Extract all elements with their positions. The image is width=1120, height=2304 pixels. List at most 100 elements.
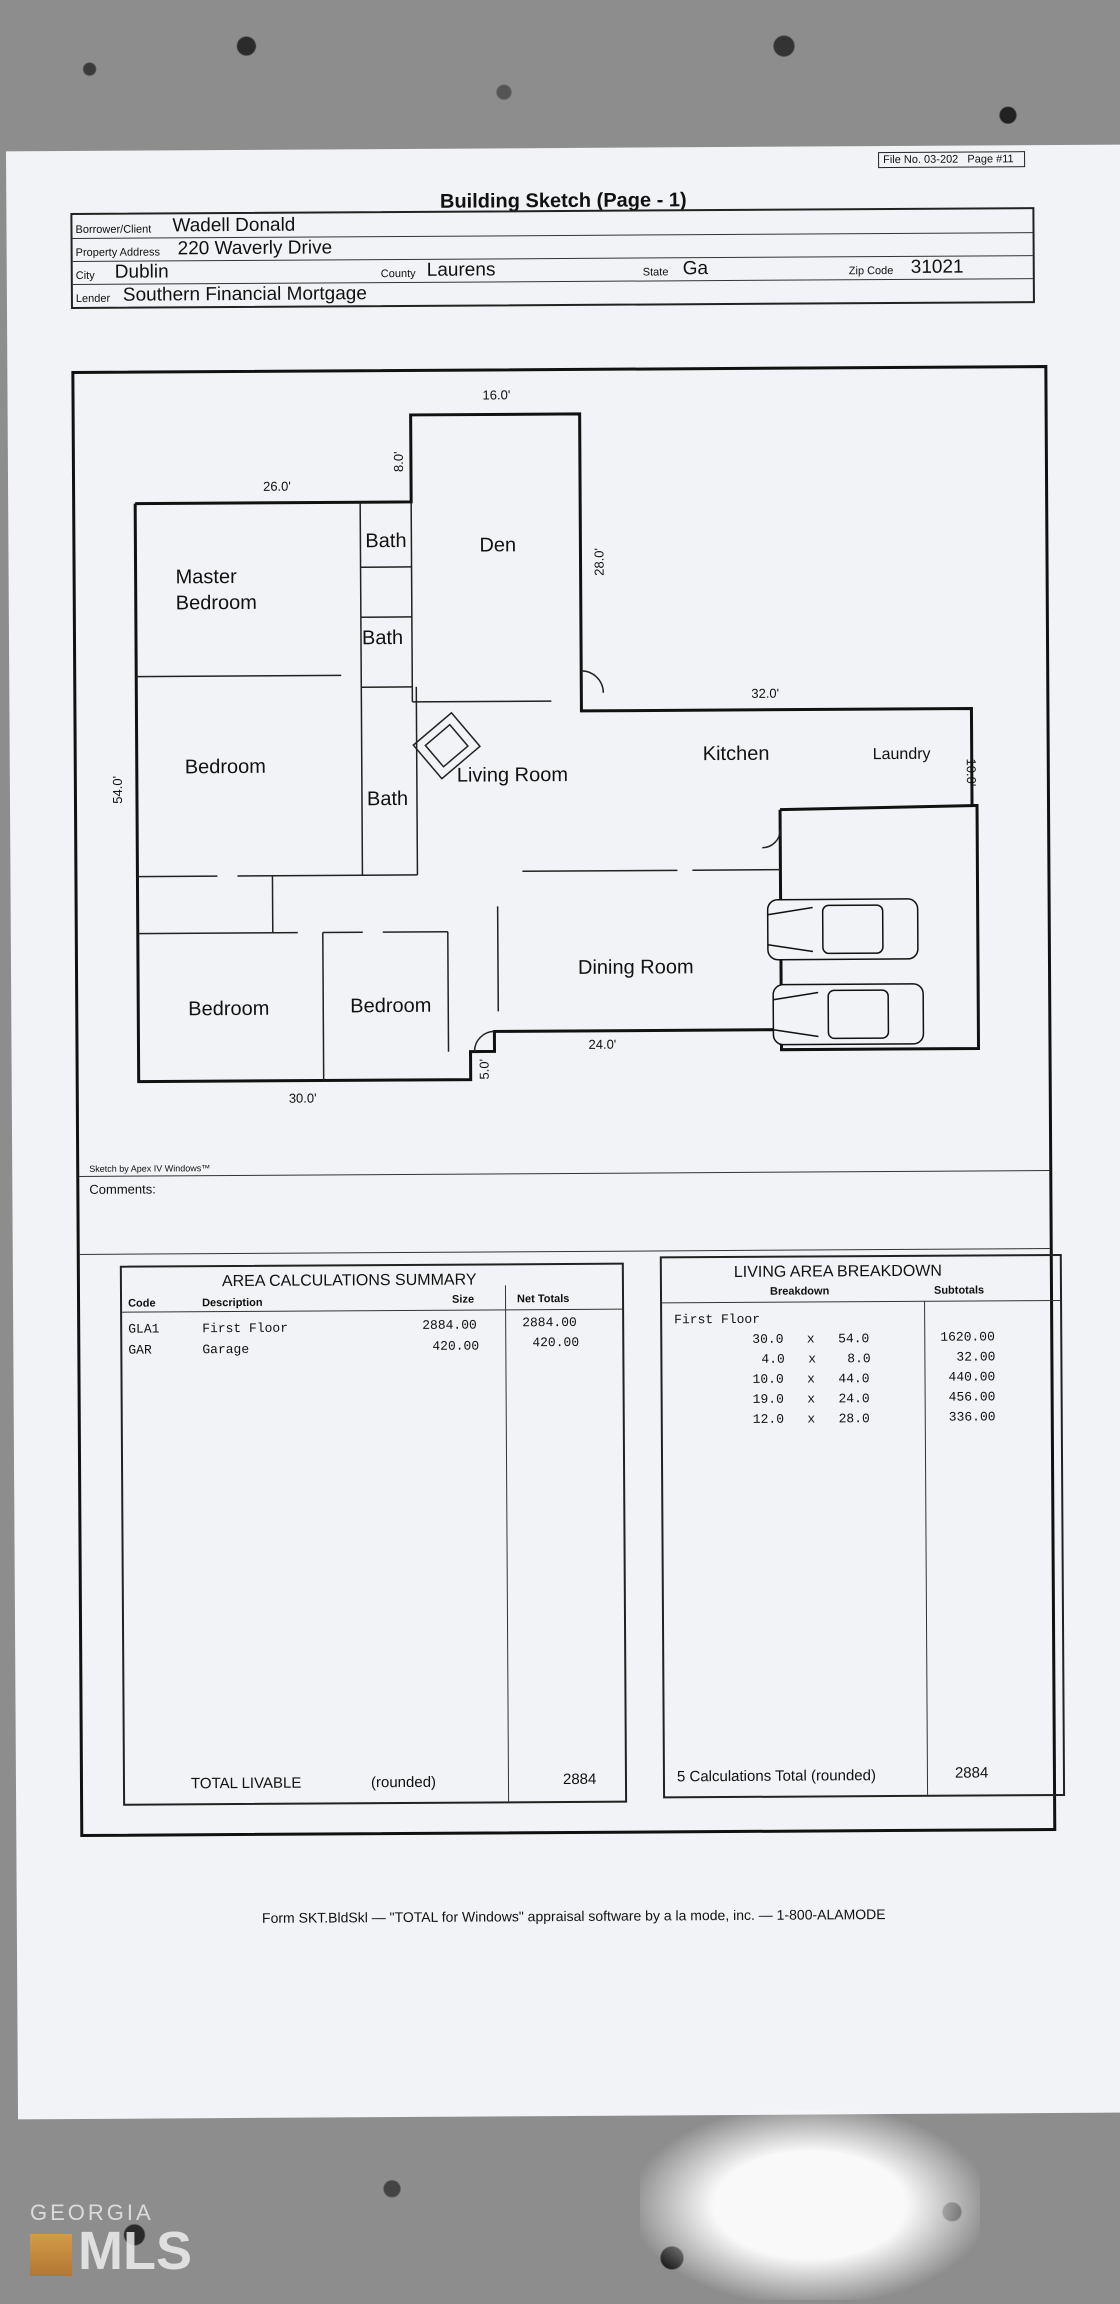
breakdown-row-3-a: 10.0 <box>752 1371 784 1387</box>
room-dining: Dining Room <box>578 956 694 979</box>
door-arc-den <box>581 670 605 693</box>
car-icons <box>766 898 925 1046</box>
area-row-1-size: 2884.00 <box>422 1317 477 1333</box>
room-bedroom-3: Bedroom <box>350 995 431 1017</box>
georgia-mls-watermark: GEORGIA MLS <box>30 2200 192 2278</box>
area-row-2-code: GAR <box>128 1342 152 1358</box>
wall-bath-left <box>359 502 364 876</box>
area-summary-table: AREA CALCULATIONS SUMMARY Code Descripti… <box>119 1262 628 1806</box>
property-label: Property Address <box>75 246 161 259</box>
area-col-rule <box>504 1285 510 1802</box>
breakdown-row-5-a: 12.0 <box>752 1411 785 1427</box>
zip-label: Zip Code <box>848 264 894 278</box>
col-description: Description <box>202 1296 263 1310</box>
floor-plan: Master Bedroom Bath Bath Bath Den Bedroo… <box>110 387 981 1106</box>
total-livable-label: TOTAL LIVABLE <box>190 1774 302 1793</box>
breakdown-row-5: 12.0 x 28.0 <box>753 1411 870 1427</box>
wall-dining-top <box>522 869 678 873</box>
col-code: Code <box>128 1297 156 1310</box>
wall-den-left <box>410 501 414 702</box>
borrower-value: Wadell Donald <box>172 214 296 237</box>
breakdown-row-1-b: 54.0 <box>838 1331 870 1347</box>
area-row-2-size: 420.00 <box>432 1338 480 1354</box>
breakdown-row-1-sub: 1620.00 <box>940 1329 995 1345</box>
area-row-1-net: 2884.00 <box>522 1314 577 1331</box>
wall-bed-right <box>447 931 450 1052</box>
property-value: 220 Waverly Drive <box>177 237 333 260</box>
col-net-totals: Net Totals <box>516 1292 570 1306</box>
fireplace-icon <box>412 711 482 780</box>
room-den: Den <box>479 534 516 556</box>
dim-step: 5.0' <box>477 1059 492 1080</box>
room-bath-3: Bath <box>367 788 408 810</box>
comments-label: Comments: <box>89 1181 156 1197</box>
breakdown-row-3: 10.0 x 44.0 <box>752 1371 869 1387</box>
breakdown-row-2-x: x <box>808 1351 817 1367</box>
fireplace-inner <box>424 723 469 768</box>
wall-bath3-right <box>415 686 419 875</box>
dim-right: 10.0' <box>964 758 979 786</box>
room-master-1: Master <box>176 566 238 588</box>
breakdown-total-label: 5 Calculations Total (rounded) <box>676 1767 877 1786</box>
dim-left-top: 26.0' <box>263 479 291 494</box>
area-row-2-desc: Garage <box>202 1341 250 1358</box>
car-icon-1 <box>766 898 919 961</box>
door-arc-garage <box>762 829 781 849</box>
area-summary-title: AREA CALCULATIONS SUMMARY <box>221 1271 477 1291</box>
watermark-mls-row: MLS <box>30 2224 192 2278</box>
living-area-breakdown-table: LIVING AREA BREAKDOWN Breakdown Subtotal… <box>659 1253 1066 1799</box>
dim-left: 54.0' <box>110 776 125 804</box>
state-label: State <box>642 266 669 279</box>
room-bedroom-2: Bedroom <box>188 998 269 1020</box>
breakdown-row-4-a: 19.0 <box>752 1391 784 1407</box>
breakdown-title: LIVING AREA BREAKDOWN <box>733 1262 942 1281</box>
breakdown-row-2-b: 8.0 <box>847 1351 871 1367</box>
room-kitchen: Kitchen <box>703 743 770 765</box>
appraisal-page: File No. 03-202 Page #11 Building Sketch… <box>6 144 1120 2120</box>
breakdown-row-4-b: 24.0 <box>838 1391 870 1407</box>
wall-dining-left <box>496 906 500 1012</box>
room-master-2: Bedroom <box>176 592 257 614</box>
dim-den-step: 8.0' <box>391 451 406 472</box>
door-arc-front <box>473 1030 495 1052</box>
breakdown-row-5-x: x <box>807 1411 816 1427</box>
state-value: Ga <box>682 258 709 280</box>
wall-hall-mid <box>237 874 418 877</box>
area-row-2-net: 420.00 <box>532 1334 580 1351</box>
county-value: Laurens <box>426 259 496 281</box>
room-living: Living Room <box>457 764 568 787</box>
sketch-frame: Master Bedroom Bath Bath Bath Den Bedroo… <box>71 365 1066 1837</box>
area-row-1-desc: First Floor <box>202 1320 289 1337</box>
wall-bed-divide <box>322 932 325 1081</box>
watermark-mls: MLS <box>78 2221 192 2281</box>
breakdown-row-2-sub: 32.00 <box>956 1349 996 1365</box>
room-bath-2: Bath <box>362 627 403 649</box>
total-livable-value: 2884 <box>562 1770 597 1789</box>
zip-value: 31021 <box>910 256 964 278</box>
mls-logo-icon <box>30 2233 72 2276</box>
car-icon-2 <box>772 983 925 1046</box>
dim-top: 16.0' <box>482 387 510 402</box>
breakdown-row-5-sub: 336.00 <box>948 1409 996 1425</box>
breakdown-row-1-x: x <box>806 1331 815 1347</box>
room-bath-1: Bath <box>365 530 406 552</box>
breakdown-row-3-x: x <box>807 1371 816 1387</box>
form-footer: Form SKT.BldSkl — "TOTAL for Windows" ap… <box>261 1906 886 1926</box>
breakdown-row-2-a: 4.0 <box>761 1351 785 1367</box>
county-label: County <box>380 267 416 281</box>
garage-wall <box>780 803 978 812</box>
wall-bed-top <box>137 931 298 935</box>
area-row-1-code: GLA1 <box>128 1321 160 1337</box>
outer-wall <box>133 412 981 1084</box>
divider-comments <box>79 1248 1050 1255</box>
photo-glare <box>640 2110 980 2300</box>
dim-kitchen-top: 32.0' <box>751 686 779 701</box>
total-livable-rounded: (rounded) <box>370 1773 437 1792</box>
col-subtotals: Subtotals <box>933 1284 985 1297</box>
lender-row: Lender Southern Financial Mortgage <box>73 278 1033 307</box>
wall-dining-top2 <box>692 868 781 871</box>
city-value: Dublin <box>114 261 169 283</box>
breakdown-group: First Floor <box>674 1311 761 1328</box>
breakdown-row-2: 4.0 x 8.0 <box>761 1351 870 1367</box>
file-number-box: File No. 03-202 Page #11 <box>878 151 1025 169</box>
